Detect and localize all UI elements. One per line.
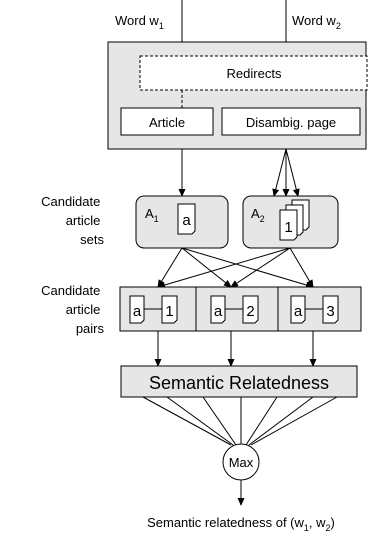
pair-to-sr-arrows: [154, 331, 317, 367]
a2-label: A2: [251, 206, 265, 224]
a2-doc-stack-icon: [279, 199, 310, 241]
word2-label: Word w2: [292, 13, 341, 31]
a2-stack-number: 1: [284, 219, 292, 236]
a1-doc-letter: a: [182, 212, 191, 229]
set-to-pair-arrows: [157, 247, 314, 289]
pair-2-number: 2: [246, 303, 254, 320]
pair-1-letter: a: [133, 303, 142, 320]
output-label: Semantic relatedness of (w1, w2): [147, 515, 335, 533]
disambig-arrow-3: [285, 148, 300, 197]
redirects-label: Redirects: [227, 66, 282, 81]
semantic-relatedness-label: Semantic Relatedness: [149, 373, 329, 393]
candidate-sets-label: Candidate article sets: [41, 194, 104, 247]
article-box: [120, 107, 214, 136]
pair-3: [290, 295, 339, 324]
pair-1-number: 1: [165, 303, 173, 320]
sr-to-max-lines: [142, 396, 338, 446]
pair-3-letter: a: [294, 303, 303, 320]
semantic-relatedness-box: [120, 365, 358, 398]
pair-3-number: 3: [326, 303, 334, 320]
max-label: Max: [229, 455, 254, 470]
redirects-box: [139, 55, 368, 91]
candidate-pairs-label: Candidate article pairs: [41, 283, 104, 336]
a1-label: A1: [145, 206, 159, 224]
pair-2: [210, 295, 259, 324]
disambig-arrow-1: [272, 148, 287, 197]
word1-label: Word w1: [115, 13, 164, 31]
article-label: Article: [149, 115, 185, 130]
a1-article-doc-icon: [177, 203, 196, 235]
pair-2-letter: a: [214, 303, 223, 320]
pair-1: [129, 295, 178, 324]
disambig-box: [221, 107, 361, 136]
disambig-label: Disambig. page: [246, 115, 336, 130]
